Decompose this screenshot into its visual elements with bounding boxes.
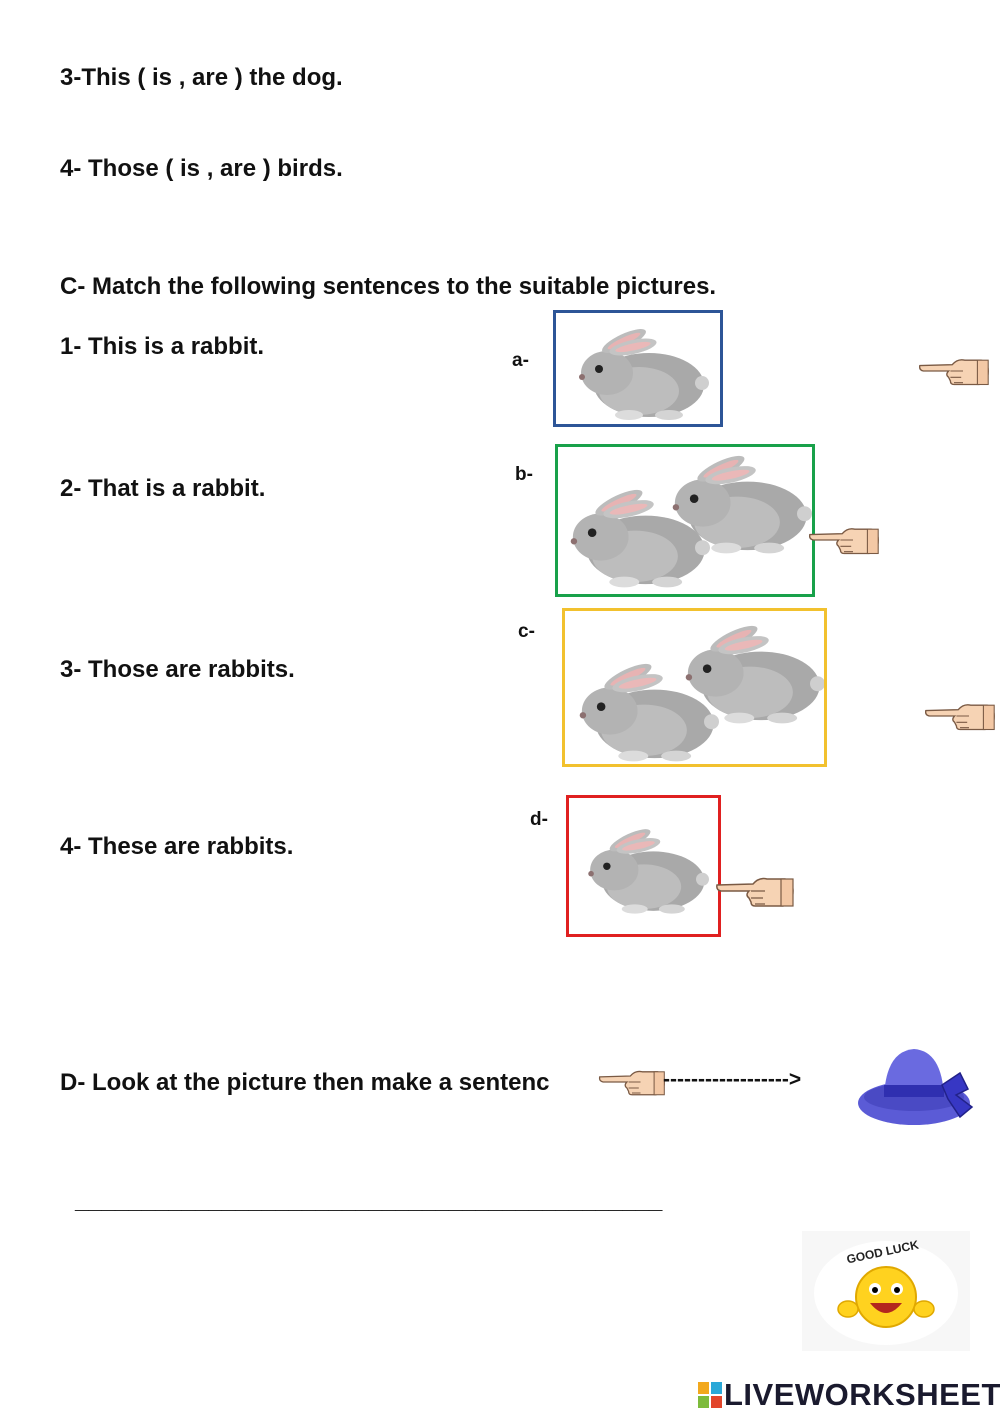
sentence-3: 3- Those are rabbits. <box>60 656 295 683</box>
picture-c[interactable] <box>562 608 827 767</box>
rabbit-icon <box>569 657 719 765</box>
rabbit-icon <box>566 323 712 423</box>
pointing-hand-icon <box>924 697 996 735</box>
sentence-2: 2- That is a rabbit. <box>60 475 266 502</box>
picture-label-d: d- <box>530 809 548 830</box>
question-b4: 4- Those ( is , are ) birds. <box>60 155 343 182</box>
rabbit-icon <box>579 820 709 920</box>
good-luck-sticker: GOOD LUCK <box>802 1231 970 1351</box>
sentence-1: 1- This is a rabbit. <box>60 333 265 360</box>
arrow-text: ------------------> <box>663 1068 802 1091</box>
sentence-4: 4- These are rabbits. <box>60 833 294 860</box>
picture-label-a: a- <box>512 350 529 371</box>
pointing-hand-icon <box>918 352 990 390</box>
rabbit-icon <box>560 483 710 591</box>
picture-label-c: c- <box>518 621 535 642</box>
liveworksheets-logo-icon <box>698 1382 722 1408</box>
watermark-text: LIVEWORKSHEETS <box>724 1377 1000 1412</box>
section-d-heading: D- Look at the picture then make a sente… <box>60 1069 550 1096</box>
pointing-hand-icon <box>808 521 880 559</box>
section-c-heading: C- Match the following sentences to the … <box>60 273 717 300</box>
picture-b[interactable] <box>555 444 815 597</box>
picture-a[interactable] <box>553 310 723 427</box>
pointing-hand-icon <box>598 1062 666 1102</box>
question-b3: 3-This ( is , are ) the dog. <box>60 64 343 91</box>
picture-d[interactable] <box>566 795 721 937</box>
picture-label-b: b- <box>515 464 533 485</box>
answer-line[interactable]: ________________________________________… <box>75 1187 663 1214</box>
liveworksheets-watermark: LIVEWORKSHEETS <box>698 1377 1000 1413</box>
pointing-hand-icon <box>706 871 804 911</box>
smiley-icon <box>814 1241 958 1345</box>
hat-icon <box>858 1049 974 1125</box>
